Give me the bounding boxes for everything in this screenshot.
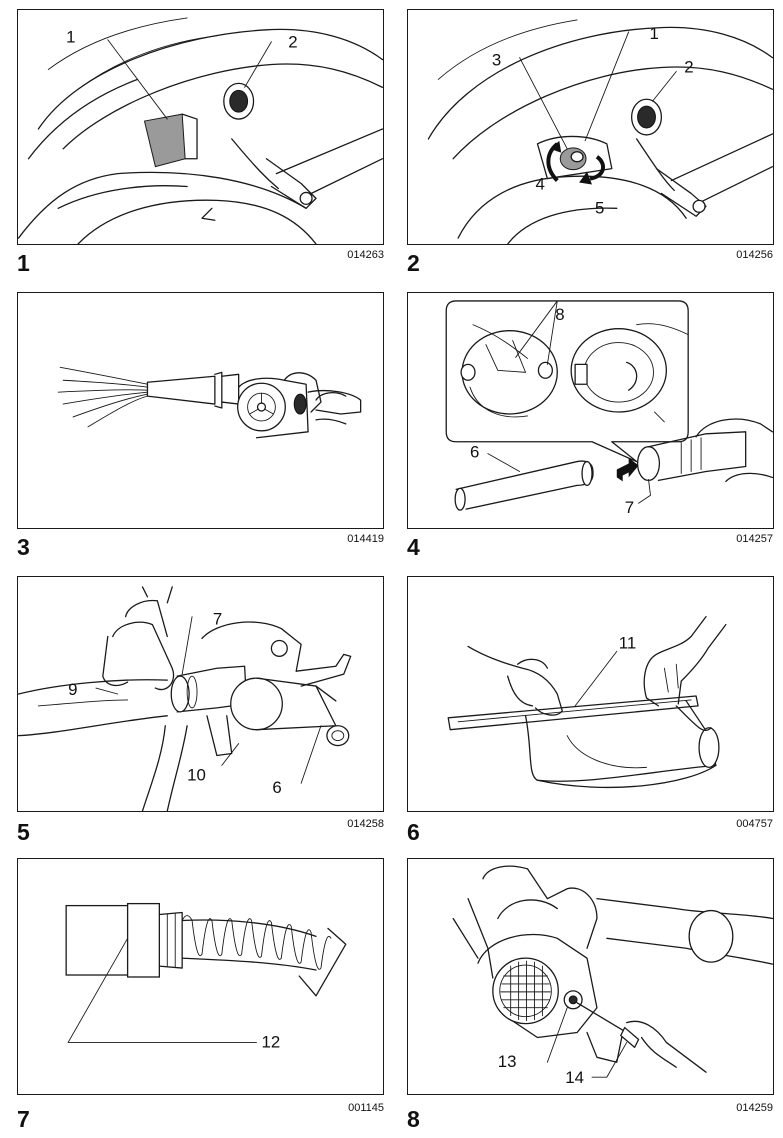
figure-8-callout-14: 14 [565, 1068, 584, 1087]
figure-2-panel: 1 2 3 4 5 [407, 9, 774, 245]
figure-3-panel [17, 292, 384, 529]
figure-3-illustration [57, 366, 362, 439]
figure-2-illustration: 1 2 3 4 5 [427, 19, 773, 244]
figure-1-code: 014263 [347, 249, 384, 261]
figure-2-callout-1: 1 [649, 24, 658, 43]
figure-4-callout-7: 7 [625, 498, 634, 517]
figure-8-number: 8 [407, 1106, 420, 1132]
figure-1-callout-2: 2 [288, 33, 297, 52]
figure-2-code: 014256 [736, 249, 773, 261]
figure-7-panel: 12 [17, 858, 384, 1095]
figure-5-callout-7: 7 [213, 610, 222, 629]
figure-3-number: 3 [17, 534, 30, 560]
figure-7-illustration: 12 [65, 902, 347, 1051]
figure-1-callout-1: 1 [66, 28, 75, 47]
figure-6-callout-11: 11 [619, 633, 637, 652]
figure-2-callout-4: 4 [535, 174, 544, 193]
figure-4-callout-8: 8 [555, 305, 564, 324]
figure-2-callout-5: 5 [595, 198, 604, 217]
figure-2-number: 2 [407, 250, 420, 276]
figure-3-code: 014419 [347, 533, 384, 545]
figure-5-panel: 7 9 10 6 [17, 576, 384, 812]
figure-1-illustration: 1 2 [18, 17, 383, 244]
figure-4-number: 4 [407, 534, 420, 560]
figure-2-callout-2: 2 [684, 57, 693, 76]
figure-4-panel: 8 6 7 [407, 292, 774, 529]
figure-1-number: 1 [17, 250, 30, 276]
figure-8-code: 014259 [736, 1102, 773, 1114]
figure-1-panel: 1 2 [17, 9, 384, 245]
figure-6-illustration: 11 [447, 616, 727, 789]
figure-5-code: 014258 [347, 818, 384, 830]
figure-5-callout-10: 10 [187, 765, 206, 784]
figure-8-callout-13: 13 [498, 1052, 517, 1071]
figure-4-code: 014257 [736, 533, 773, 545]
figure-5-number: 5 [17, 819, 30, 845]
figure-7-number: 7 [17, 1106, 30, 1132]
figure-2-callout-3: 3 [492, 51, 501, 70]
figure-7-code: 001145 [348, 1102, 384, 1114]
figure-5-callout-6: 6 [272, 778, 281, 797]
figure-6-panel: 11 [407, 576, 774, 812]
figure-5-callout-9: 9 [68, 680, 77, 699]
figure-6-code: 004757 [736, 818, 773, 830]
figure-6-number: 6 [407, 819, 420, 845]
figure-5-illustration: 7 9 10 6 [18, 586, 352, 811]
figure-4-illustration: 8 6 7 [445, 300, 773, 517]
figure-7-callout-12: 12 [261, 1032, 280, 1051]
figure-8-panel: 13 14 [407, 858, 774, 1095]
figure-8-illustration: 13 14 [452, 865, 773, 1087]
figure-4-callout-6: 6 [470, 443, 479, 462]
